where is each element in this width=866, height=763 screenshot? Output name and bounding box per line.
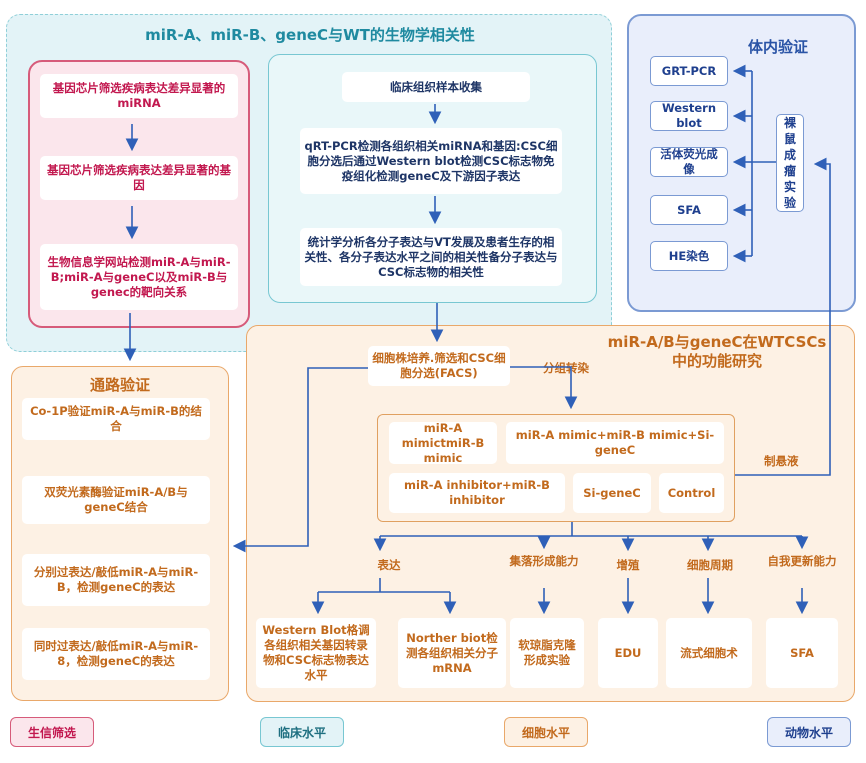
branch-cell-cycle: 细胞周期 — [687, 558, 733, 572]
bioinfo-step-target: 生物信息学网站检测miR-A与miR-B;miR-A与geneC以及miR-B与… — [40, 244, 238, 310]
result-northern-blot: Norther biot检测各组织相关分子mRNA — [398, 618, 506, 688]
legend-clinical: 临床水平 — [260, 717, 344, 747]
arrow-invivo-trunk — [751, 71, 776, 163]
pathway-item-luciferase: 双荧光素酶验证miR-A/B与geneC结合 — [22, 476, 210, 524]
clinical-step-sampling: 临床组织样本收集 — [342, 72, 530, 102]
group-control: Control — [659, 473, 724, 513]
clinical-step-detection: qRT-PCR检测各组织相关miRNA和基因:CSC细胞分选后通过Western… — [300, 128, 562, 194]
branch-expression: 表达 — [377, 558, 401, 572]
group-si-genec: Si-geneC — [573, 473, 651, 513]
branch-colony-formation: 集落形成能力 — [509, 554, 579, 568]
invivo-method-grt-pcr: GRT-PCR — [650, 56, 728, 86]
legend-cell: 细胞水平 — [504, 717, 588, 747]
result-sfa: SFA — [766, 618, 838, 688]
clinical-step-statistics: 统计学分析各分子表达与VT发展及患者生存的相关性、各分子表达水平之间的相关性备分… — [300, 228, 562, 286]
arrow-culture-to-pathway — [232, 367, 368, 553]
pathway-item-double-modulation: 同时过表达/敲低miR-A与miR-8，检测geneC的表达 — [22, 628, 210, 680]
result-flow-cytometry: 流式细胞术 — [666, 618, 752, 688]
bioinfo-step-gene: 基因芯片筛选疾病表达差异显著的基因 — [40, 156, 238, 200]
invivo-method-fluorescence: 活体荧光成像 — [650, 147, 728, 177]
invivo-title: 体内验证 — [748, 38, 809, 56]
bio-relevance-title: miR-A、miR-B、geneC与WT的生物学相关性 — [145, 26, 475, 44]
legend-bioinfo: 生信筛选 — [10, 717, 94, 747]
branch-proliferation: 增殖 — [616, 558, 640, 572]
pathway-title: 通路验证 — [89, 376, 150, 394]
cell-culture-facs: 细胞株培养.筛选和CSC细胞分选(FACS) — [368, 346, 510, 386]
function-study-title: miR-A/B与geneC在WTCSCs中的功能研究 — [607, 333, 827, 370]
grouping-transfection-label: 分组转染 — [543, 361, 589, 375]
result-western-blot: Western Blot格调各组织相关基因转录物和CSC标志物表达水平 — [256, 618, 376, 688]
group-mimic-si-genec: miR-A mimic+miR-B mimic+Si-geneC — [506, 422, 724, 464]
invivo-method-western-blot: Western blot — [650, 101, 728, 131]
nude-mouse-experiment: 裸鼠成瘤实验 — [776, 114, 804, 212]
suspension-label: 制悬液 — [764, 454, 799, 468]
arrow-suspension-to-invivo — [735, 157, 831, 476]
result-edu: EDU — [598, 618, 658, 688]
invivo-method-he-stain: HE染色 — [650, 241, 728, 271]
group-mimic: miR-A mimictmiR-B mimic — [389, 421, 497, 465]
arrow-culture-to-groups — [510, 366, 578, 410]
pathway-item-coip: Co-1P验证miR-A与miR-B的结合 — [22, 398, 210, 440]
pathway-item-single-modulation: 分别过表达/敲低miR-A与miR-B，检测geneC的表达 — [22, 554, 210, 606]
branch-self-renewal: 自我更新能力 — [767, 554, 837, 568]
bioinfo-step-mirna: 基因芯片筛选疾病表达差异显著的miRNA — [40, 74, 238, 118]
invivo-method-sfa: SFA — [650, 195, 728, 225]
arrow-expression-split — [318, 578, 450, 593]
result-soft-agar: 软琼脂克隆形成实验 — [510, 618, 584, 688]
group-inhibitor: miR-A inhibitor+miR-B inhibitor — [389, 473, 565, 513]
legend-animal: 动物水平 — [767, 717, 851, 747]
